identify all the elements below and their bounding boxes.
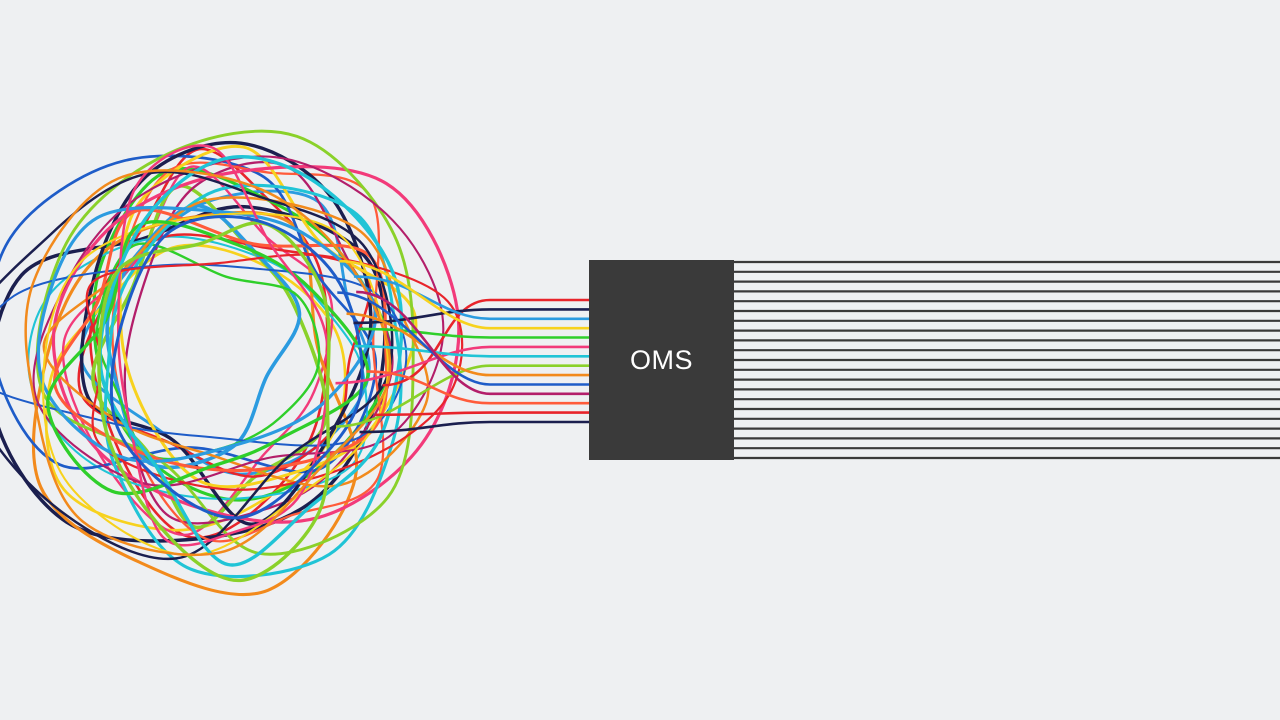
tangled-wire-loop <box>91 184 328 529</box>
tangled-wire-loop <box>97 221 331 583</box>
input-wire <box>353 308 590 325</box>
input-wire <box>356 290 590 396</box>
input-wire <box>382 298 590 387</box>
input-wire <box>335 364 590 428</box>
input-wire <box>339 259 590 330</box>
tangled-wire-loop <box>109 215 364 520</box>
tangled-wire-loop <box>85 253 464 491</box>
tangled-wire-loop <box>51 165 461 524</box>
tangled-wire-loop <box>111 161 385 543</box>
tangled-wire-loop <box>36 205 378 464</box>
tangled-wire-loop <box>42 212 389 557</box>
input-wire <box>366 370 590 405</box>
tangled-wire-loop <box>31 210 359 597</box>
input-wire <box>359 420 590 434</box>
input-wire <box>358 327 590 339</box>
tangled-wire-loop <box>24 169 392 557</box>
input-wire <box>335 345 590 385</box>
input-wire <box>375 411 590 417</box>
oms-processor-box: OMS <box>589 260 734 460</box>
oms-label: OMS <box>629 344 693 375</box>
tangled-wire-loop <box>0 154 378 474</box>
input-wire <box>337 291 590 386</box>
tangled-wire-loop <box>42 196 430 488</box>
input-wire <box>353 275 590 321</box>
tangled-wire-loop <box>0 263 408 447</box>
tangled-wire-loop <box>0 170 394 561</box>
